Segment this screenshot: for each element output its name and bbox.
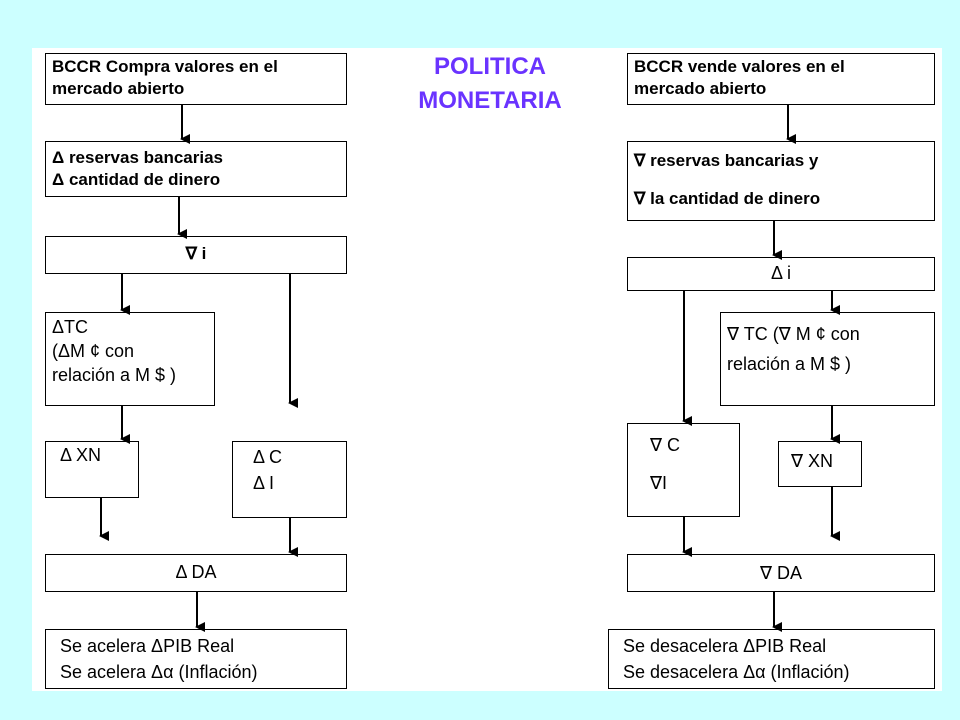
diagram-title: POLITICA MONETARIA (418, 53, 562, 114)
left-box-aggregate-demand-up: Δ DA (45, 554, 347, 592)
left-box-consumption-investment-up: Δ C Δ I (232, 441, 347, 518)
left-box-xn-up: Δ XN (45, 441, 139, 498)
right-box-consumption-investment-down: ∇ C ∇I (627, 423, 740, 517)
left-box-reserves-up: Δ reservas bancarias Δ cantidad de diner… (45, 141, 347, 197)
left-box-bccr-buys: BCCR Compra valores en el mercado abiert… (45, 53, 347, 105)
right-box-interest-up: Δ i (627, 257, 935, 291)
left-box-interest-down: ∇ i (45, 236, 347, 274)
right-box-reserves-down: ∇ reservas bancarias y ∇ la cantidad de … (627, 141, 935, 221)
right-box-exchange-rate-down: ∇ TC (∇ M ¢ con relación a M $ ) (720, 312, 935, 406)
left-box-exchange-rate-up: ΔTC (ΔM ¢ con relación a M $ ) (45, 312, 215, 406)
right-box-gdp-inflation-decelerate: Se desacelera ΔPIB Real Se desacelera Δα… (608, 629, 935, 689)
right-box-aggregate-demand-down: ∇ DA (627, 554, 935, 592)
left-box-gdp-inflation-accelerate: Se acelera ΔPIB Real Se acelera Δα (Infl… (45, 629, 347, 689)
right-box-xn-down: ∇ XN (778, 441, 862, 487)
right-box-bccr-sells: BCCR vende valores en el mercado abierto (627, 53, 935, 105)
